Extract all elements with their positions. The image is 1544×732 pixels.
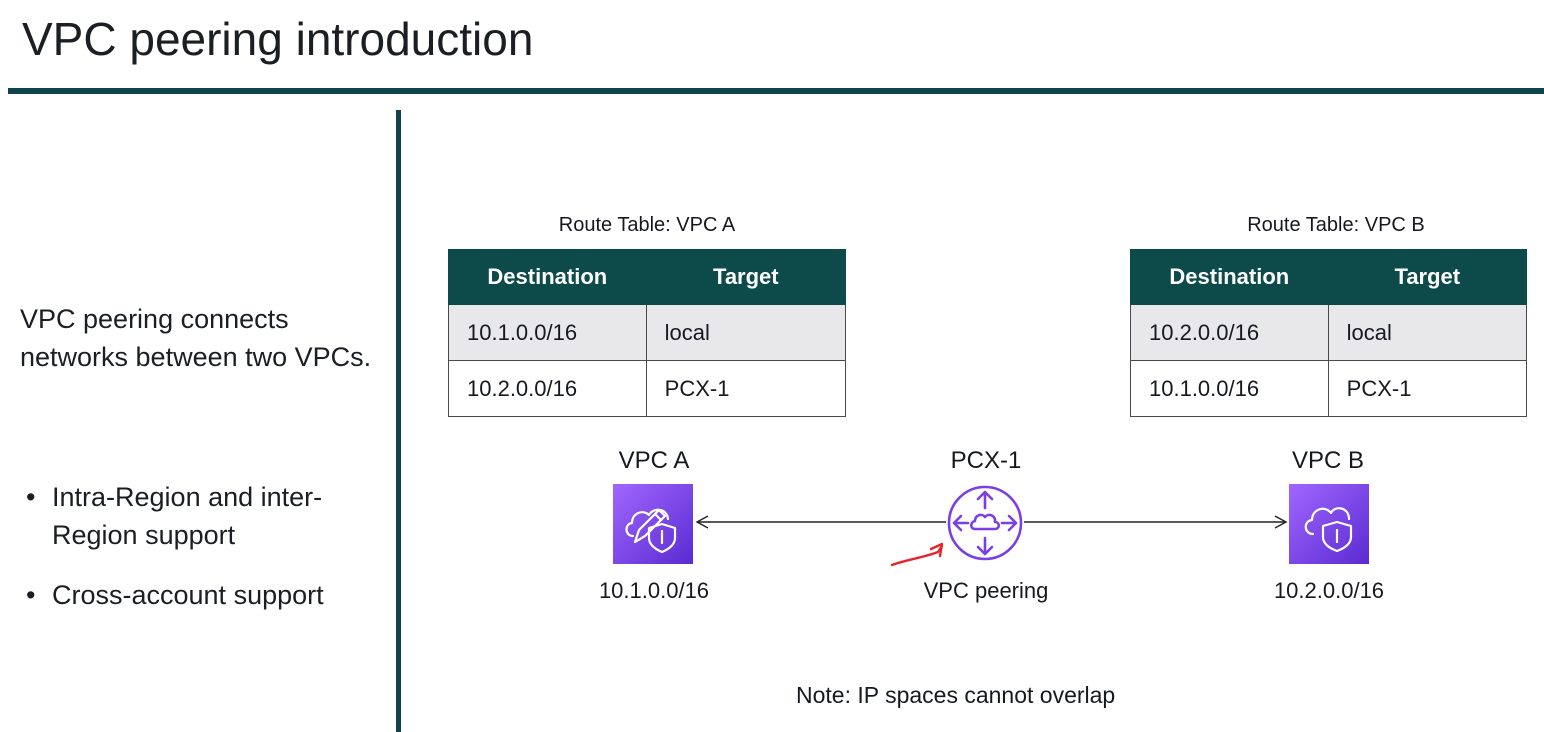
table-header-row: Destination Target — [448, 249, 847, 305]
route-table-b-caption: Route Table: VPC B — [1247, 214, 1425, 236]
target-cell: PCX-1 — [645, 360, 847, 417]
table-header-row: Destination Target — [1130, 249, 1528, 305]
table-row: 10.2.0.0/16 PCX-1 — [448, 360, 847, 417]
destination-cell: 10.1.0.0/16 — [448, 304, 647, 361]
table-row: 10.1.0.0/16 local — [448, 304, 847, 361]
bullet-item: Cross-account support — [20, 576, 390, 614]
vpc-b-icon — [1289, 484, 1369, 564]
route-table-b: Destination Target 10.2.0.0/16 local 10.… — [1130, 249, 1528, 417]
column-header-target: Target — [1327, 249, 1528, 305]
title-divider — [8, 88, 1544, 94]
peering-connection-icon — [947, 485, 1023, 561]
route-table-a-caption: Route Table: VPC A — [558, 214, 736, 236]
vpc-a-icon — [613, 484, 693, 564]
vpc-b-label: VPC B — [1291, 447, 1365, 474]
vertical-divider — [396, 110, 401, 732]
annotation-arrow — [890, 542, 944, 567]
left-panel: VPC peering connects networks between tw… — [20, 300, 380, 376]
page-title: VPC peering introduction — [22, 13, 534, 65]
destination-cell: 10.2.0.0/16 — [448, 360, 647, 417]
feature-list: Intra-Region and inter-Region support Cr… — [20, 478, 390, 636]
pcx-caption: VPC peering — [923, 578, 1049, 603]
table-row: 10.1.0.0/16 PCX-1 — [1130, 360, 1528, 417]
vpc-a-cidr: 10.1.0.0/16 — [598, 578, 710, 603]
column-header-target: Target — [645, 249, 847, 305]
vpc-b-cidr: 10.2.0.0/16 — [1273, 578, 1385, 603]
pcx-label: PCX-1 — [950, 447, 1022, 474]
vpc-a-label: VPC A — [618, 447, 690, 474]
column-header-destination: Destination — [1130, 249, 1329, 305]
target-cell: PCX-1 — [1327, 360, 1528, 417]
note-text: Note: IP spaces cannot overlap — [796, 682, 1116, 708]
target-cell: local — [645, 304, 847, 361]
destination-cell: 10.1.0.0/16 — [1130, 360, 1329, 417]
destination-cell: 10.2.0.0/16 — [1130, 304, 1329, 361]
intro-text: VPC peering connects networks between tw… — [20, 304, 372, 372]
column-header-destination: Destination — [448, 249, 647, 305]
route-table-a: Destination Target 10.1.0.0/16 local 10.… — [448, 249, 847, 417]
bullet-item: Intra-Region and inter-Region support — [20, 478, 390, 554]
